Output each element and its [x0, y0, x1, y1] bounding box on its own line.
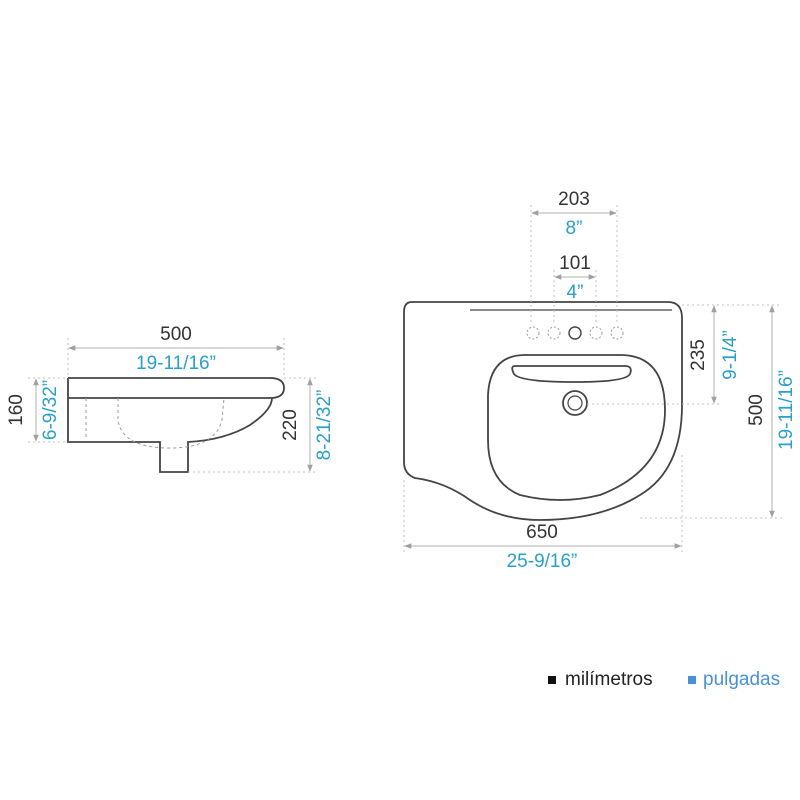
overflow-slot: [511, 365, 632, 383]
faucet-hole-2: [547, 326, 561, 340]
top-depth-in: 19-11/16”: [776, 370, 797, 450]
top-view: 203 8” 101 4” 235 9-1/4” 500 19-11/16” 6…: [403, 189, 797, 572]
side-width-mm: 500: [160, 324, 192, 345]
top-view-outer-outline: [403, 301, 683, 521]
side-depth-in: 8-21/32”: [314, 390, 335, 461]
side-view: 500 19-11/16” 160 6-9/32” 220 8-21/32”: [6, 324, 335, 473]
side-view-body-outline: [67, 378, 273, 473]
center-spread-in: 4”: [567, 282, 584, 303]
legend: milímetros pulgadas: [548, 669, 780, 690]
side-view-inner-bowl: [117, 397, 225, 449]
legend-in-label: pulgadas: [703, 669, 780, 690]
side-height-mm: 160: [6, 394, 27, 426]
side-width-in: 19-11/16”: [136, 353, 216, 374]
legend-in-swatch: [688, 676, 696, 684]
faucet-hole-center: [568, 326, 582, 340]
faucet-hole-4: [589, 326, 603, 340]
drain-offset-mm: 235: [688, 339, 709, 371]
legend-mm-label: milímetros: [565, 669, 653, 690]
top-depth-mm: 500: [746, 394, 767, 426]
faucet-spread-in: 8”: [566, 218, 583, 239]
center-spread-mm: 101: [559, 253, 591, 274]
drain-inner: [567, 395, 583, 411]
faucet-hole-1: [526, 326, 540, 340]
top-width-mm: 650: [526, 522, 558, 543]
faucet-hole-5: [610, 326, 624, 340]
top-width-in: 25-9/16”: [507, 551, 578, 572]
side-view-rim-outline: [68, 377, 285, 399]
drain-offset-in: 9-1/4”: [720, 330, 741, 380]
side-height-in: 6-9/32”: [40, 380, 61, 440]
side-depth-mm: 220: [280, 409, 301, 441]
drain-outer: [562, 390, 588, 416]
top-view-inner-bowl: [487, 354, 666, 501]
faucet-spread-mm: 203: [558, 189, 590, 210]
legend-mm-swatch: [548, 676, 556, 684]
